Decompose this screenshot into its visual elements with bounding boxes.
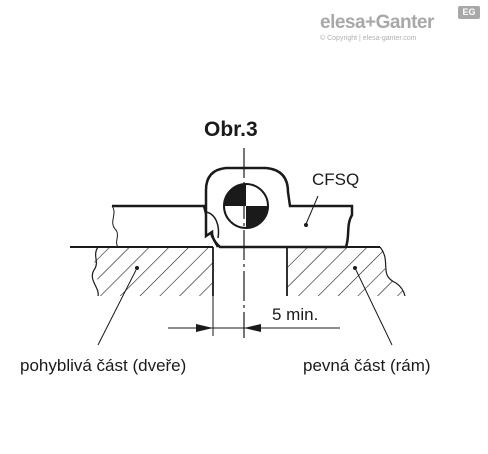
door-leaf-break xyxy=(111,205,119,248)
hinge-body-inner-step xyxy=(205,211,220,239)
brand-copyright: © Copyright | elesa-ganter.com xyxy=(320,35,417,42)
fixed-part-section xyxy=(287,247,405,296)
fixed-part-leader xyxy=(355,269,393,346)
part-leader-line xyxy=(305,195,319,225)
moving-part-leader xyxy=(97,269,137,346)
fixed-part-leader-dot xyxy=(353,266,357,270)
rotation-axis-quadrant-bottom-right xyxy=(246,206,268,228)
dimension-arrow-left xyxy=(196,324,213,332)
dimension-label: 5 min. xyxy=(272,305,319,324)
fixed-part-label: pevná část (rám) xyxy=(303,356,431,375)
brand-badge: EG xyxy=(458,6,480,19)
figure-title: Obr.3 xyxy=(204,118,258,141)
part-leader-dot xyxy=(304,223,308,227)
moving-part-break-line xyxy=(91,246,99,297)
fixed-part-break-line xyxy=(379,246,406,297)
brand-name: elesa+Ganter xyxy=(320,12,434,33)
moving-part-label: pohyblivá část (dveře) xyxy=(20,356,187,375)
brand-logo: elesa+Ganter EG © Copyright | elesa-gant… xyxy=(320,6,480,52)
dimension-arrow-right xyxy=(244,324,261,332)
rotation-axis-quadrant-top-left xyxy=(224,184,246,206)
door-leaf-plate xyxy=(112,204,220,248)
moving-part-section xyxy=(92,247,213,296)
moving-part-leader-dot xyxy=(135,266,139,270)
part-code-label: CFSQ xyxy=(312,170,360,189)
